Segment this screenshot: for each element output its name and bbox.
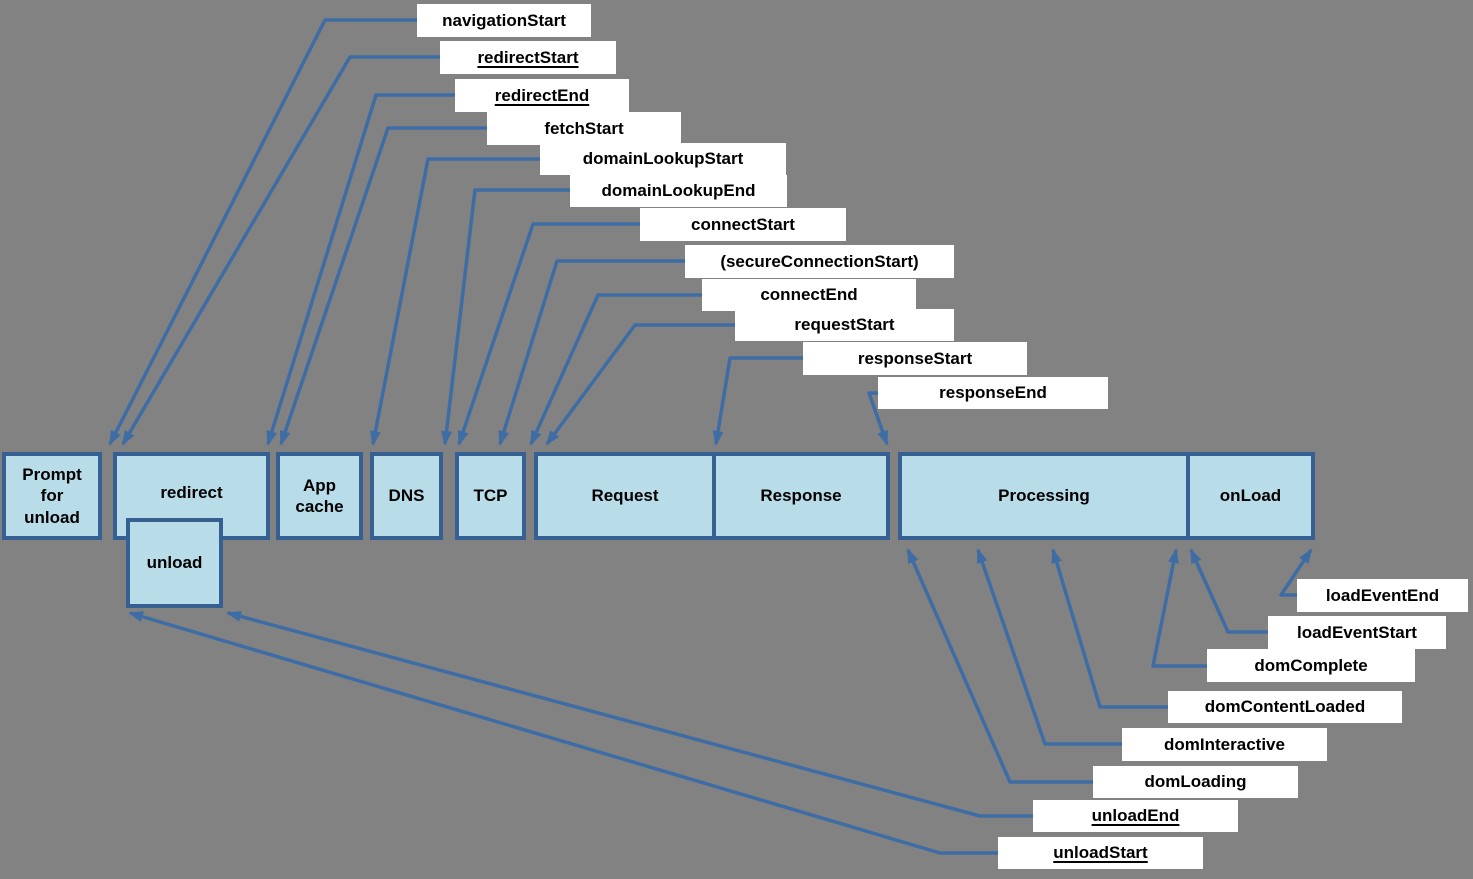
arrow-unloadStart: [128, 611, 998, 855]
arrow-domComplete: [1151, 548, 1207, 668]
timeline-box-tcp: TCP: [455, 452, 526, 540]
timeline-box-onload: onLoad: [1186, 452, 1315, 540]
event-label-unloadEnd: unloadEnd: [1033, 800, 1238, 832]
event-label-domComplete: domComplete: [1207, 649, 1415, 682]
event-label-unloadStart: unloadStart: [998, 837, 1203, 869]
event-label-domInteractive: domInteractive: [1122, 728, 1327, 761]
timeline-box-response: Response: [712, 452, 890, 540]
arrow-requestStart: [545, 323, 735, 446]
timeline-box-prompt-for-unload: Prompt for unload: [2, 452, 102, 540]
event-label-secureConnectionStart: (secureConnectionStart): [685, 245, 954, 278]
event-label-loadEventStart: loadEventStart: [1268, 616, 1446, 649]
event-label-responseEnd: responseEnd: [878, 377, 1108, 409]
event-label-navigationStart: navigationStart: [417, 4, 591, 37]
arrow-redirectStart: [121, 55, 440, 446]
event-label-domainLookupStart: domainLookupStart: [540, 143, 786, 175]
event-label-loadEventEnd: loadEventEnd: [1297, 579, 1468, 612]
timeline-box-app-cache: App cache: [276, 452, 363, 540]
arrow-redirectEnd: [266, 93, 455, 446]
arrow-domainLookupEnd: [441, 188, 570, 446]
event-label-fetchStart: fetchStart: [487, 112, 681, 145]
arrow-fetchStart: [279, 126, 487, 446]
arrow-domInteractive: [976, 548, 1122, 746]
arrow-domainLookupStart: [370, 157, 540, 446]
event-label-domainLookupEnd: domainLookupEnd: [570, 175, 787, 207]
event-label-domLoading: domLoading: [1093, 766, 1298, 798]
arrow-secureConnectionStart: [498, 259, 685, 446]
timeline-box-unload: unload: [126, 518, 223, 608]
event-label-responseStart: responseStart: [803, 342, 1027, 375]
event-label-connectStart: connectStart: [640, 208, 846, 241]
arrow-unloadEnd: [226, 611, 1033, 818]
event-label-redirectStart: redirectStart: [440, 41, 616, 74]
timeline-box-processing: Processing: [898, 452, 1190, 540]
event-label-connectEnd: connectEnd: [702, 279, 916, 311]
arrow-domLoading: [906, 548, 1093, 784]
event-label-requestStart: requestStart: [735, 309, 954, 341]
arrow-loadEventStart: [1189, 548, 1268, 634]
arrow-navigationStart: [108, 18, 417, 446]
event-label-redirectEnd: redirectEnd: [455, 79, 629, 112]
arrow-connectStart: [457, 222, 640, 446]
event-label-domContentLoaded: domContentLoaded: [1168, 691, 1402, 723]
timeline-box-dns: DNS: [370, 452, 443, 540]
timeline-box-request: Request: [534, 452, 716, 540]
arrow-connectEnd: [529, 293, 702, 446]
arrow-responseStart: [712, 356, 803, 446]
arrow-domContentLoaded: [1051, 548, 1168, 709]
